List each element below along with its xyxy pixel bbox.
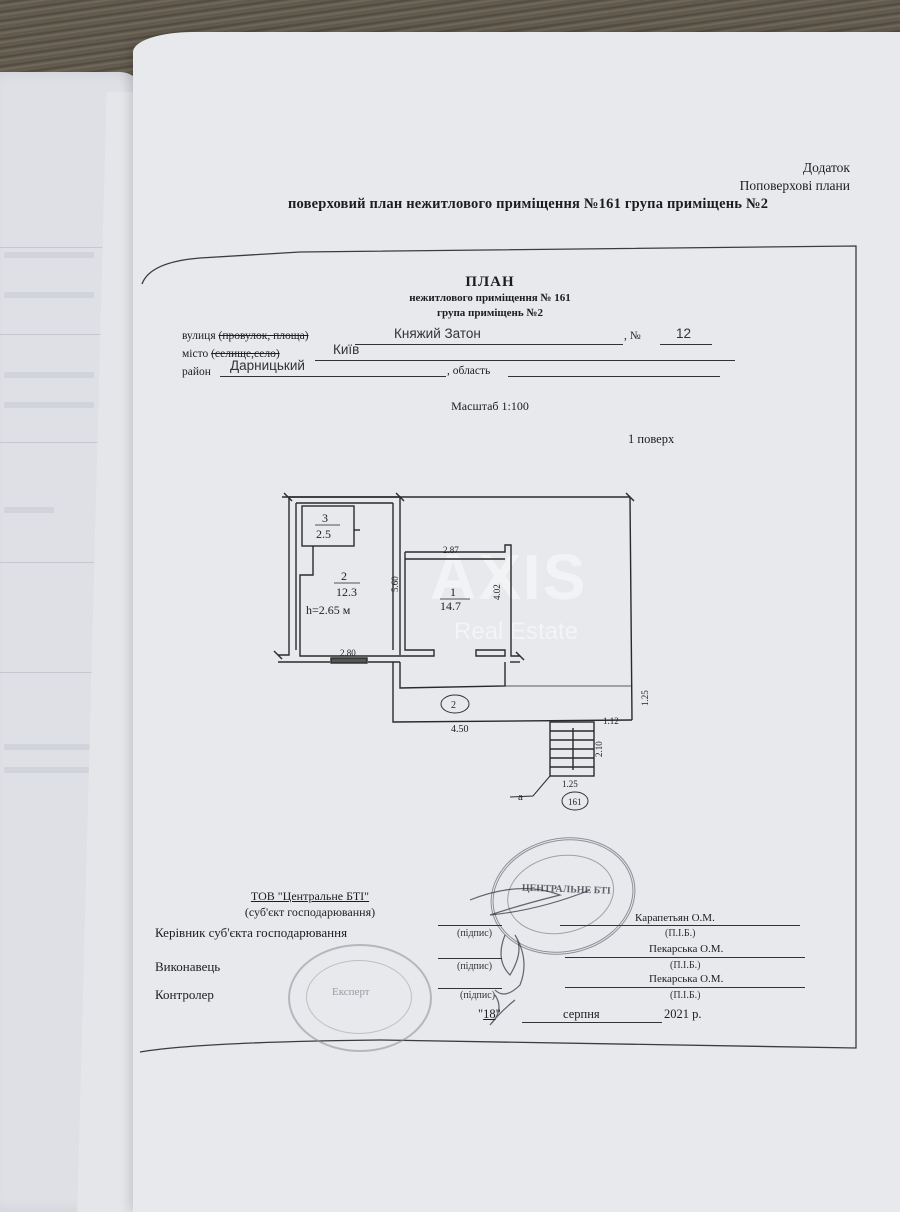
plan-subtitle-premises: нежитлового приміщення № 161 [409,292,571,304]
expert-stamp: Експерт [288,944,432,1052]
letter-marker: а [518,791,523,803]
unit-marker: 161 [568,797,582,807]
street-underline [355,330,623,345]
signature-line-head [438,925,502,926]
date-month-line [522,1022,662,1023]
street-row: вулиця (провулок, площа) [182,330,309,342]
group-marker: 2 [451,700,456,711]
dim-room1-depth: 4.02 [492,584,502,600]
expert-stamp-text: Експерт [332,986,370,998]
region-underline [508,362,720,377]
signature-line-executor [438,958,502,959]
room-2-area: 12.3 [336,585,357,599]
date-month: серпня [563,1007,600,1021]
role-executor: Виконавець [155,959,221,974]
sign-caption-controller: (підпис) [460,990,496,1001]
ghost-line [0,334,110,335]
ghost-line [0,442,110,443]
region-label: , область [447,365,491,377]
room-3-number: 3 [322,511,328,525]
ghost-text [4,292,94,298]
name-line-executor [565,957,805,958]
plan-title: ПЛАН [465,274,515,290]
role-controller: Контролер [155,987,214,1002]
district-value: Дарницький [230,358,305,373]
city-underline [315,346,735,361]
name-executor: Пекарська О.М. [649,943,724,955]
room-2-number: 2 [341,569,347,583]
dim-stair-width: 1.25 [562,779,578,789]
ghost-text [4,744,94,750]
room-1-area: 14.7 [440,599,461,613]
number-value: 12 [676,326,692,341]
watermark-subtitle: Real Estate [454,618,579,645]
company-name: ТОВ "Центральне БТІ" [250,889,370,903]
ghost-line [0,562,110,563]
name-caption-executor: (П.І.Б.) [670,960,701,971]
ghost-line [0,672,110,673]
sign-caption-executor: (підпис) [457,961,493,972]
company-caption: (суб'єкт господарювання) [244,905,376,919]
dim-porch-depth: 1.25 [640,690,650,706]
street-label: вулиця [182,330,216,342]
appendix-label: Додаток [802,160,850,175]
dim-room2-depth: 5.60 [390,576,400,592]
name-line-controller [565,987,805,988]
name-caption-controller: (П.І.Б.) [670,990,701,1001]
name-line-head [560,925,800,926]
ghost-text [4,402,94,408]
floor-plans-label: Поповерхові плани [739,178,850,193]
room-3-area: 2.5 [316,527,331,541]
dim-stair-offset: 1.12 [603,716,619,726]
city-label: місто [182,348,209,360]
ghost-text [4,252,94,258]
city-struck-options: (селище,село) [211,348,280,360]
street-struck-options: (провулок, площа) [218,330,309,342]
date-year: 2021 р. [664,1007,702,1021]
dim-stair-length: 2.10 [594,741,604,757]
date-row: "18" [478,1007,501,1021]
document-title: поверховий план нежитлового приміщення №… [288,196,769,212]
district-label: район [182,366,211,378]
sign-caption-head: (підпис) [457,928,493,939]
floor-label: 1 поверх [628,432,675,446]
room-1-number: 1 [450,585,456,599]
watermark-brand: AXIS [430,541,588,613]
ceiling-height: h=2.65 м [306,603,351,617]
document-page [133,32,900,1212]
ghost-text [4,372,94,378]
role-head: Керівник суб'єкта господарювання [155,925,348,940]
dim-overall-width: 4.50 [451,724,469,735]
ghost-text [4,507,54,513]
plan-subtitle-group: група приміщень №2 [436,307,544,319]
scale-label: Масштаб 1:100 [451,399,529,413]
district-underline [220,362,446,377]
name-controller: Пекарська О.М. [649,973,724,985]
ghost-text [4,767,94,773]
ghost-line [0,247,110,248]
number-label: , № [624,330,641,342]
name-caption-head: (П.І.Б.) [665,928,696,939]
signature-line-controller [438,988,502,989]
dim-room2-width: 2.80 [340,648,356,658]
city-row: місто (селище,село) [182,348,280,360]
number-underline [660,330,712,345]
dim-room1-width: 2.87 [443,545,459,555]
street-value: Княжий Затон [394,326,481,341]
name-head: Карапетьян О.М. [635,912,715,924]
date-day: 18 [483,1007,496,1021]
city-value: Київ [333,342,360,357]
